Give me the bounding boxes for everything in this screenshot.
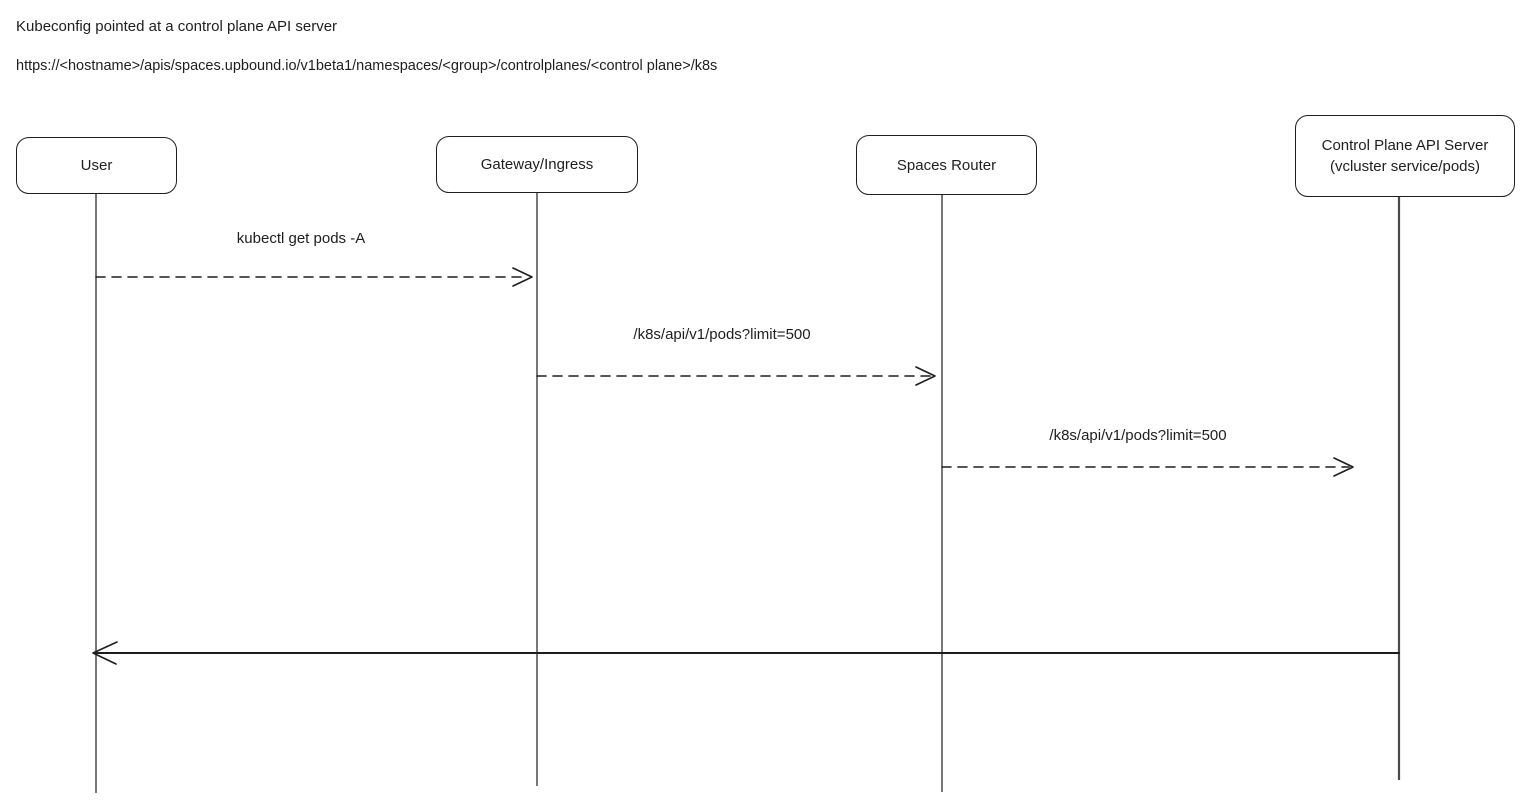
actor-label-control-plane-api-server: Control Plane API Server (vcluster servi… bbox=[1321, 137, 1489, 175]
message-arrow-kubectl-get-pods bbox=[95, 267, 533, 287]
return-arrow-control-plane-to-user bbox=[92, 641, 1400, 665]
actor-box-control-plane-api-server: Control Plane API Server (vcluster servi… bbox=[1295, 115, 1515, 197]
diagram-title: Kubeconfig pointed at a control plane AP… bbox=[16, 18, 338, 35]
actor-label-gateway-ingress: Gateway/Ingress bbox=[480, 156, 594, 173]
actor-label-spaces-router: Spaces Router bbox=[896, 156, 997, 174]
message-arrow-spaces-router-to-control-plane bbox=[941, 457, 1354, 477]
message-label-kubectl-get-pods: kubectl get pods -A bbox=[236, 230, 366, 247]
message-arrow-gateway-to-spaces-router bbox=[536, 366, 936, 386]
actor-box-spaces-router: Spaces Router bbox=[856, 135, 1037, 195]
actor-box-user: User bbox=[16, 137, 177, 194]
actor-box-gateway-ingress: Gateway/Ingress bbox=[436, 136, 638, 193]
actor-label-user: User bbox=[80, 157, 113, 174]
message-label-k8s-api-pods-1: /k8s/api/v1/pods?limit=500 bbox=[633, 326, 811, 343]
kubeconfig-url-text: https://<hostname>/apis/spaces.upbound.i… bbox=[16, 58, 718, 74]
message-label-k8s-api-pods-2: /k8s/api/v1/pods?limit=500 bbox=[1049, 427, 1227, 444]
